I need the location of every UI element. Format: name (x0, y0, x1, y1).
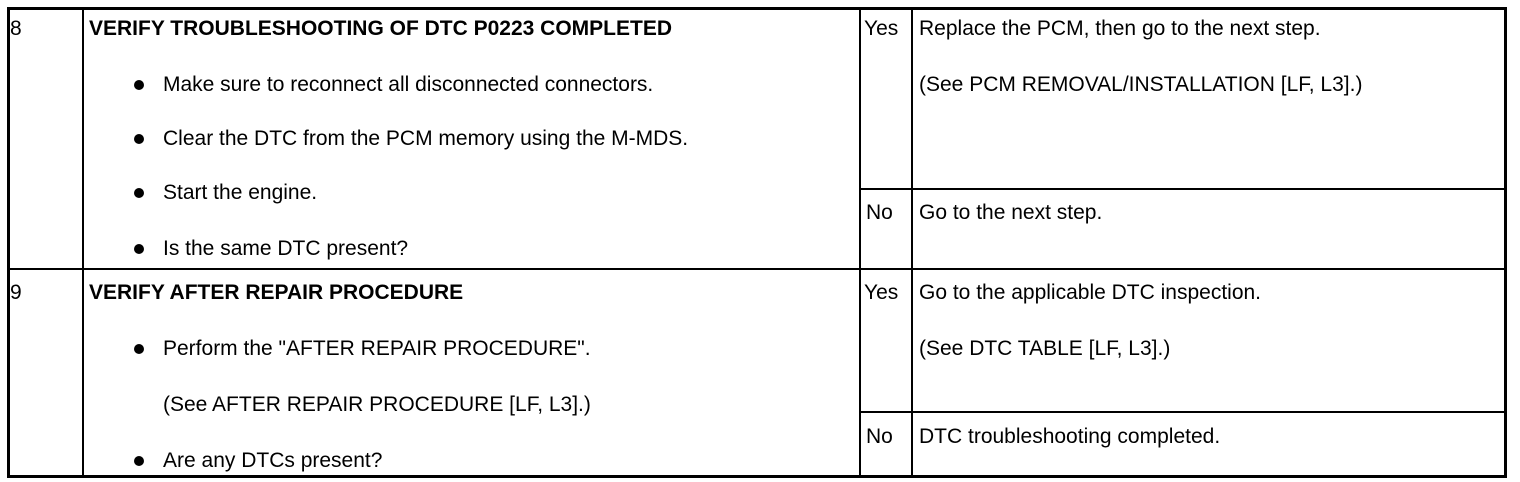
column-divider-action (859, 7, 861, 478)
result-divider-step8 (859, 188, 1507, 190)
no-action: DTC troubleshooting completed. (919, 425, 1221, 448)
bullet-icon (134, 344, 144, 354)
bullet-icon (134, 80, 144, 90)
row-divider (7, 268, 1507, 270)
no-action: Go to the next step. (919, 201, 1103, 224)
step-item: Clear the DTC from the PCM memory using … (163, 127, 689, 150)
step-item: Make sure to reconnect all disconnected … (163, 73, 654, 96)
step-title: VERIFY TROUBLESHOOTING OF DTC P0223 COMP… (89, 17, 673, 40)
result-divider-step9 (859, 411, 1507, 413)
no-label: No (866, 201, 893, 224)
yes-reference: (See PCM REMOVAL/INSTALLATION [LF, L3].) (919, 73, 1363, 96)
troubleshooting-table (7, 7, 1507, 478)
yes-label: Yes (864, 17, 899, 40)
column-divider-result (911, 7, 913, 478)
yes-label: Yes (864, 281, 899, 304)
bullet-icon (134, 244, 144, 254)
yes-action: Go to the applicable DTC inspection. (919, 281, 1262, 304)
step-number: 8 (10, 17, 22, 40)
step-item: Start the engine. (163, 181, 318, 204)
step-item-reference: (See AFTER REPAIR PROCEDURE [LF, L3].) (163, 393, 591, 416)
column-divider-step (82, 7, 84, 478)
bullet-icon (134, 134, 144, 144)
yes-reference: (See DTC TABLE [LF, L3].) (919, 337, 1171, 360)
yes-action: Replace the PCM, then go to the next ste… (919, 17, 1321, 40)
no-label: No (866, 425, 893, 448)
step-title: VERIFY AFTER REPAIR PROCEDURE (89, 281, 464, 304)
bullet-icon (134, 188, 144, 198)
step-number: 9 (10, 281, 22, 304)
step-item: Are any DTCs present? (163, 449, 383, 472)
step-item: Perform the "AFTER REPAIR PROCEDURE". (163, 337, 591, 360)
bullet-icon (134, 456, 144, 466)
step-item: Is the same DTC present? (163, 237, 409, 260)
